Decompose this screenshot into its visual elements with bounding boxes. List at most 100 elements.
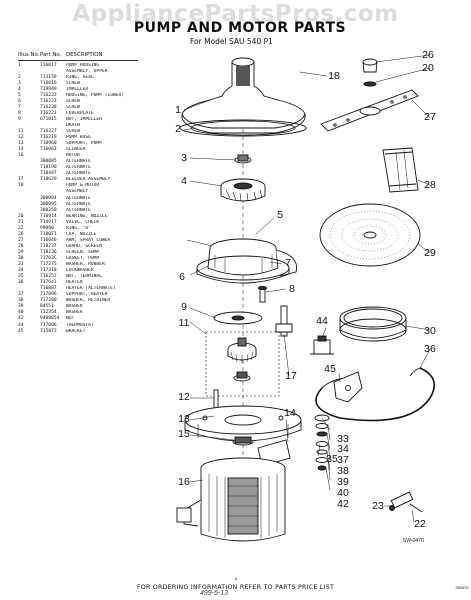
- drain-impeller-box: [205, 331, 280, 397]
- row-description: VALVE, CHECK: [66, 219, 100, 225]
- impeller-part: [220, 178, 266, 202]
- header-rule: [18, 59, 138, 61]
- lower-pump-housing-part: [196, 238, 298, 284]
- row-part-no: 716017: [40, 62, 57, 68]
- row-part-no: 710447: [40, 171, 57, 177]
- parts-list-header: Illus No. Part No. DESCRIPTION: [18, 52, 166, 59]
- thermostat-bracket-part: [333, 371, 363, 403]
- row-description: DRAIN: [66, 122, 80, 128]
- row-description: NUT, IMPELLER: [66, 116, 102, 122]
- row-illus-no: 40: [18, 310, 24, 316]
- row-illus-no: 6: [18, 98, 21, 104]
- row-description: CAP, NOZZLE: [66, 231, 97, 237]
- row-part-no: 718236: [40, 249, 57, 255]
- row-description: PUMP BASE: [66, 135, 91, 141]
- row-part-no: 671015: [40, 116, 57, 122]
- row-description: IMPELLER: [66, 86, 89, 92]
- row-description: RING, "O": [66, 225, 91, 231]
- row-illus-no: 17: [18, 177, 24, 183]
- row-part-no: 717641: [40, 280, 57, 286]
- row-illus-no: 20: [18, 213, 24, 219]
- thermostat-part: [310, 335, 334, 355]
- seal-ring-part: [190, 120, 296, 136]
- row-part-no: 71703C: [40, 256, 57, 261]
- callout-23: 23: [372, 500, 384, 512]
- callout-3: 3: [181, 152, 187, 164]
- row-illus-no: 3: [18, 80, 21, 86]
- callout-26: 26: [422, 49, 434, 61]
- callout-27: 27: [424, 111, 436, 123]
- callout-30: 30: [424, 325, 436, 337]
- row-illus-no: 45: [18, 328, 24, 334]
- callout-33: 33: [337, 433, 349, 445]
- parts-list-row: ASSEMBLY, UPPER: [18, 69, 166, 75]
- row-illus-no: 27: [18, 237, 24, 243]
- ordering-footer: FOR ORDERING INFORMATION REFER TO PARTS …: [136, 584, 335, 591]
- row-description: ASSEMBLY, UPPER: [66, 68, 108, 74]
- page-number: 6: [235, 576, 238, 581]
- sump-screen-part: [319, 203, 421, 267]
- row-description: ARM, SPRAY LOWER: [66, 237, 111, 243]
- row-description: HEATER (ALTERNATE): [66, 286, 116, 292]
- callout-1: 1: [175, 104, 181, 116]
- row-illus-no: 18: [18, 183, 24, 189]
- row-illus-no: 7: [18, 104, 21, 110]
- row-description: SLINGER: [66, 147, 86, 153]
- row-description: GUARD, SCREEN: [66, 243, 102, 249]
- row-description: NUT: [66, 316, 75, 322]
- callout-39: 39: [337, 476, 349, 488]
- nozzle-cap-part: [362, 58, 378, 87]
- callout-36: 36: [424, 343, 436, 355]
- parts-list-row: 6 716223 SCREW: [18, 99, 166, 105]
- row-part-no: 716257: [40, 274, 57, 280]
- row-part-no: 716219: [40, 135, 57, 141]
- row-part-no: 716223: [40, 98, 57, 104]
- row-description: BLEEDER ASSEMBLY: [66, 177, 111, 183]
- row-description: SCREW: [66, 129, 80, 135]
- row-illus-no: 16: [18, 153, 24, 159]
- row-description: BEARING, NOZZLE: [66, 213, 108, 219]
- row-part-no: 300094: [40, 195, 57, 201]
- row-illus-no: 38: [18, 298, 24, 304]
- callout-45: 45: [324, 363, 336, 375]
- callout-11: 11: [179, 317, 190, 329]
- row-description: ALTERNATE: [66, 165, 91, 171]
- heater-part: [315, 367, 436, 422]
- row-illus-no: 33: [18, 262, 24, 268]
- row-description: ASSEMBLY: [66, 189, 89, 195]
- callout-5: 5: [277, 209, 283, 221]
- row-description: SCREW: [66, 98, 80, 104]
- row-part-no: 715873: [40, 328, 57, 334]
- row-illus-no: 8: [18, 110, 21, 116]
- callout-15: 15: [178, 428, 190, 440]
- row-part-no: 718237: [40, 243, 57, 249]
- header-illus-no: Illus No.: [18, 52, 40, 58]
- page-subtitle: For Model SAU 540 P1: [190, 37, 273, 46]
- row-part-no: 717280: [40, 298, 57, 304]
- row-description: SCREW: [66, 104, 80, 110]
- callout-18: 18: [328, 70, 340, 82]
- row-part-no: 716327: [40, 129, 57, 135]
- row-illus-no: 26: [18, 231, 24, 237]
- page-title: PUMP AND MOTOR PARTS: [133, 20, 347, 36]
- row-illus-no: 35: [18, 274, 24, 280]
- row-illus-no: 30: [18, 256, 24, 261]
